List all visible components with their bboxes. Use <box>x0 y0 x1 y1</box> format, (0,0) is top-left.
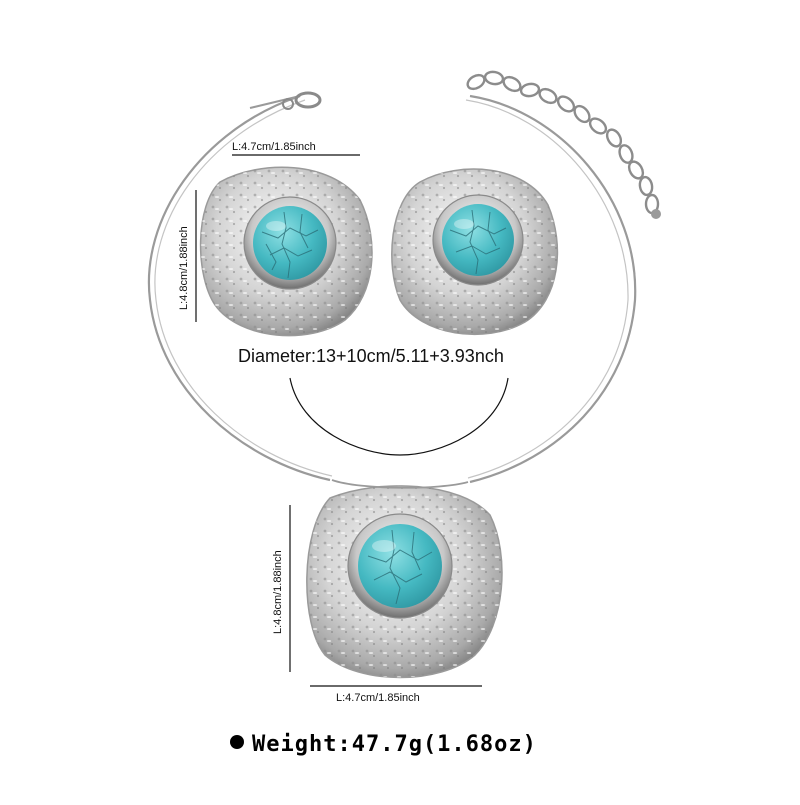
collar-necklace <box>147 94 637 484</box>
extension-chain <box>466 70 661 219</box>
weight-info: Weight:47.7g(1.68oz) <box>230 732 537 757</box>
earring-height-label: L:4.8cm/1.88inch <box>178 226 190 310</box>
weight-text: Weight:47.7g(1.68oz) <box>252 732 537 757</box>
stone-veins <box>449 209 507 275</box>
earring-width-label: L:4.7cm/1.85inch <box>232 141 316 153</box>
lobster-clasp <box>282 91 322 110</box>
stone-veins <box>261 211 319 279</box>
stone-veins <box>367 529 433 605</box>
earring-left <box>199 166 373 337</box>
dimension-lines <box>195 154 509 687</box>
diameter-label: Diameter:13+10cm/5.11+3.93nch <box>238 346 504 366</box>
earring-right <box>391 168 559 336</box>
pendant <box>306 479 503 679</box>
pendant-height-label: L:4.8cm/1.88inch <box>272 550 284 634</box>
pendant-width-label: L:4.7cm/1.85inch <box>336 692 420 704</box>
bullet-icon <box>230 735 244 749</box>
